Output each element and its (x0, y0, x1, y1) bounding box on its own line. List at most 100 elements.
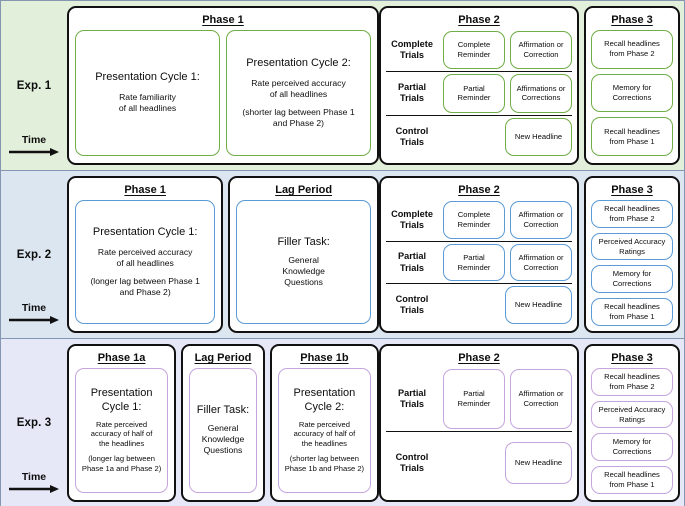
exp2-cycles: Presentation Cycle 1: Rate perceived acc… (74, 199, 216, 326)
exp3-control-new-headline-box: New Headline (505, 442, 572, 485)
exp3-phase1b-title: Phase 1b (300, 352, 349, 364)
exp2-label-column: Exp. 2 Time (1, 176, 67, 333)
exp3-phase2-title: Phase 2 (458, 352, 500, 364)
exp1-label-column: Exp. 1 Time (1, 6, 67, 165)
exp1-phase1-region: Phase 1 Presentation Cycle 1: Rate famil… (67, 6, 379, 165)
time-arrow-icon (9, 316, 59, 324)
exp1-phase2-title: Phase 2 (458, 14, 500, 26)
exp3-filler-heading: Filler Task: (196, 404, 250, 417)
experiment-row-2: Exp. 2 Time Phase 1 Presentation Cycle 1… (1, 171, 684, 339)
exp3-label-column: Exp. 3 Time (1, 344, 67, 502)
exp3-phase1a-title: Phase 1a (97, 352, 146, 364)
exp2-lag-title: Lag Period (275, 184, 333, 196)
exp3-label: Exp. 3 (16, 417, 52, 429)
exp1-phase3-title: Phase 3 (611, 14, 653, 26)
exp3-lag-title: Lag Period (194, 352, 252, 364)
exp1-phase1-panel: Phase 1 Presentation Cycle 1: Rate famil… (67, 6, 379, 165)
time-label: Time (21, 471, 47, 483)
exp2-label: Exp. 2 (16, 248, 52, 261)
exp1-label: Exp. 1 (16, 79, 52, 92)
exp3-time-axis: Time (1, 471, 67, 494)
exp1-control-new-headline-text: New Headline (514, 131, 563, 141)
exp2-phase1-panel: Phase 1 Presentation Cycle 1: Rate perce… (67, 176, 224, 333)
exp3-control-new-headline-text: New Headline (514, 458, 563, 468)
time-label: Time (21, 302, 47, 314)
exp1-presentation-cycle-2: Presentation Cycle 2: Rate perceived acc… (226, 30, 371, 156)
time-arrow-icon (9, 485, 59, 493)
exp2-time-axis: Time (1, 302, 67, 325)
exp1-cycle1-heading: Presentation Cycle 1: (95, 71, 200, 84)
exp1-phase1-title: Phase 1 (202, 14, 244, 26)
